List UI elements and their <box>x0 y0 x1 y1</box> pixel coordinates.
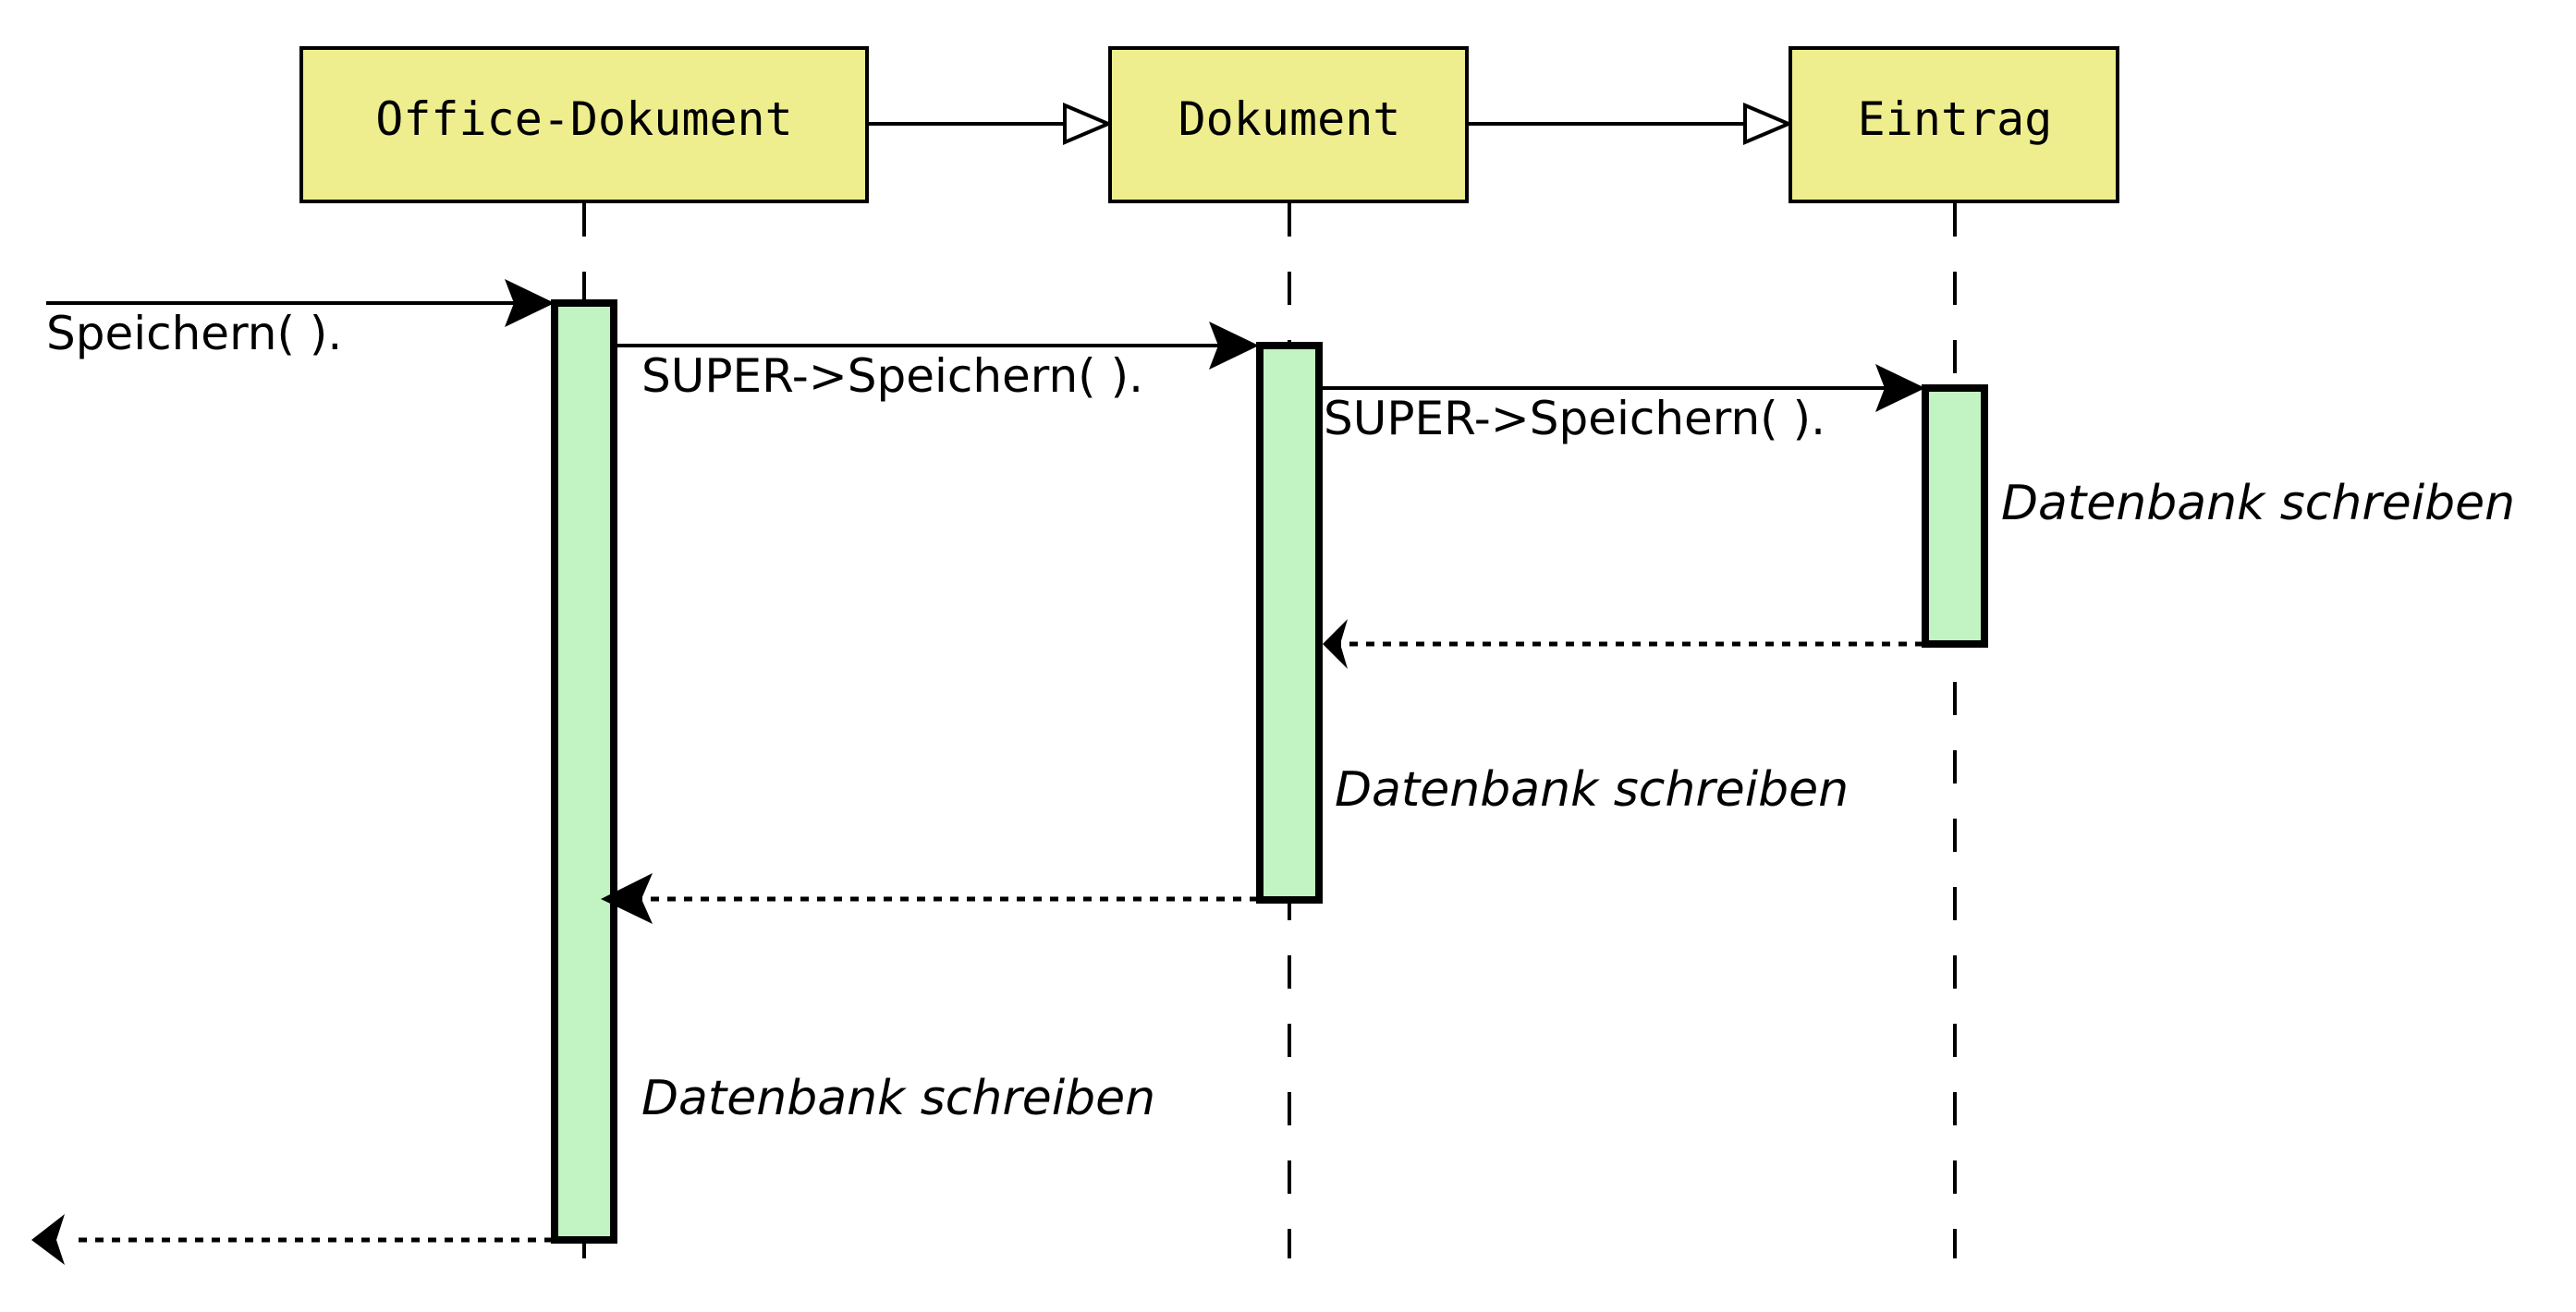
message-label: SUPER->Speichern( ). <box>641 349 1143 403</box>
note-eintrag: Datenbank schreiben <box>2001 476 2515 531</box>
participant-label: Eintrag <box>1858 92 2053 146</box>
generalization-office-to-dokument <box>867 102 1114 146</box>
filled-arrowhead-icon <box>1875 364 1925 412</box>
filled-arrowhead-icon <box>601 873 653 924</box>
return-office-to-external <box>31 1214 553 1265</box>
message-label: SUPER->Speichern( ). <box>1324 392 1825 445</box>
hollow-triangle-arrowhead-icon <box>1743 102 1794 146</box>
activation-bar-dokument <box>1256 342 1323 904</box>
generalization-dokument-to-eintrag <box>1467 102 1794 146</box>
activation-bar-eintrag <box>1922 384 1988 648</box>
participant-box[interactable] <box>1789 46 2119 203</box>
note-dokument: Datenbank schreiben <box>1335 762 1849 818</box>
filled-arrowhead-icon <box>1209 322 1259 370</box>
participant-label: Office-Dokument <box>375 92 793 146</box>
message-speichern: Speichern( ). <box>46 279 555 360</box>
filled-arrowhead-icon <box>31 1214 65 1265</box>
message-super-speichern-2: SUPER->Speichern( ). <box>1319 364 1925 445</box>
filled-arrowhead-icon <box>505 279 555 327</box>
return-eintrag-to-dokument <box>1323 619 1923 669</box>
participant-eintrag[interactable]: Eintrag <box>1789 46 2119 203</box>
participant-label: Dokument <box>1178 92 1401 146</box>
note-office: Datenbank schreiben <box>641 1071 1155 1126</box>
message-label: Speichern( ). <box>46 307 342 360</box>
participant-office[interactable]: Office-Dokument <box>299 46 869 203</box>
filled-arrowhead-icon <box>1323 619 1348 669</box>
participant-box[interactable] <box>1108 46 1469 203</box>
hollow-triangle-arrowhead-icon <box>1063 102 1114 146</box>
message-super-speichern-1: SUPER->Speichern( ). <box>614 322 1259 403</box>
participant-dokument[interactable]: Dokument <box>1108 46 1469 203</box>
return-dokument-to-office <box>601 873 1258 924</box>
participant-box[interactable] <box>299 46 869 203</box>
activation-bar-office <box>551 299 617 1244</box>
